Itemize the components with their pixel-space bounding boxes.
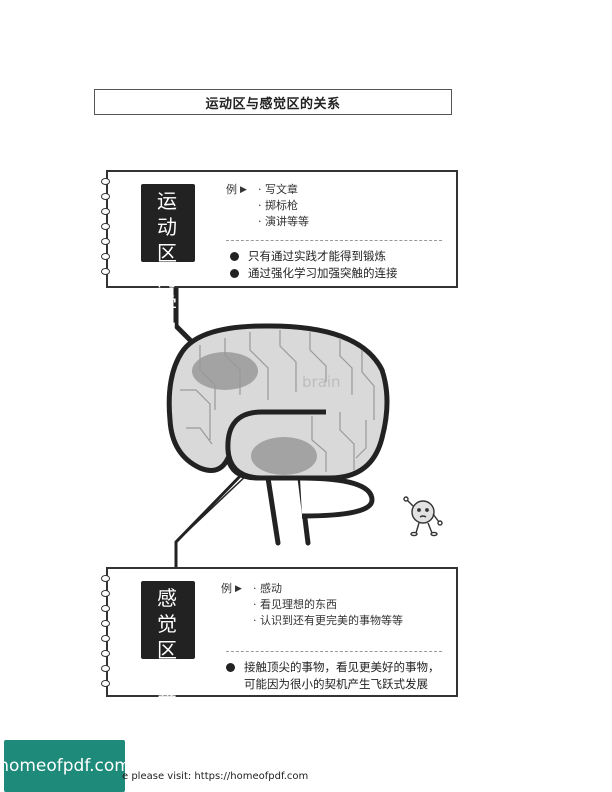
- example-item: · 写文章: [258, 183, 298, 196]
- bullet-dot-icon: [230, 269, 239, 278]
- cerebellum: [299, 475, 375, 519]
- notebook-rings: [101, 178, 115, 283]
- bullet-dot-icon: [226, 663, 235, 672]
- arrow-right-icon: ▶: [240, 185, 247, 195]
- examples: 例▶ · 写文章 · 掷标枪 · 演讲等等: [226, 182, 309, 230]
- page-title: 运动区与感觉区的关系: [94, 89, 452, 115]
- examples: 例▶ · 感动 · 看见理想的东西 · 认识到还有更完美的事物等等: [221, 581, 403, 629]
- footer-link-text[interactable]: e please visit: https://homeofpdf.com: [122, 771, 309, 782]
- label-line: 学习: [157, 293, 179, 343]
- sensory-area: [251, 437, 317, 475]
- point-text: 只有通过实践才能得到锻炼: [248, 249, 386, 263]
- sensory-label: 感觉 区的 学习: [141, 581, 195, 740]
- example-marker: 例: [226, 183, 237, 196]
- divider: [226, 240, 442, 241]
- point-text: 可能因为很小的契机产生飞跃式发展: [244, 677, 428, 691]
- notebook-rings: [101, 575, 115, 695]
- example-item: · 感动: [253, 582, 282, 595]
- example-item: · 认识到还有更完美的事物等等: [253, 614, 403, 627]
- brain-outline: [166, 323, 390, 481]
- motor-area: [192, 352, 258, 390]
- example-marker: 例: [221, 582, 232, 595]
- divider: [226, 651, 442, 652]
- brainstem: [265, 475, 311, 546]
- brain-label: brain: [302, 373, 341, 391]
- example-item: · 掷标枪: [258, 199, 298, 212]
- label-line: 学习: [157, 690, 179, 740]
- bullet-dot-icon: [230, 252, 239, 261]
- example-item: · 看见理想的东西: [253, 598, 337, 611]
- label-line: 区的: [157, 241, 179, 291]
- sensory-connector: [174, 468, 248, 580]
- key-points: 只有通过实践才能得到锻炼 通过强化学习加强突触的连接: [230, 248, 398, 282]
- arrow-right-icon: ▶: [235, 584, 242, 594]
- example-item: · 演讲等等: [258, 215, 309, 228]
- mascot-figure: [403, 496, 443, 537]
- label-line: 感觉: [157, 586, 179, 636]
- label-line: 运动: [157, 189, 179, 239]
- motor-label: 运动 区的 学习: [141, 184, 195, 343]
- sensory-learning-card: 感觉 区的 学习 例▶ · 感动 · 看见理想的东西 · 认识到还有更完美的事物…: [101, 567, 458, 740]
- motor-learning-card: 运动 区的 学习 例▶ · 写文章 · 掷标枪 · 演讲等等 只有通过实践才能得…: [101, 170, 458, 343]
- label-line: 区的: [157, 638, 179, 688]
- site-badge[interactable]: homeofpdf.com: [0, 740, 131, 792]
- brain-sulcus: [225, 409, 326, 481]
- point-text: 接触顶尖的事物，看见更美好的事物，: [244, 660, 440, 674]
- brain-circuits: [180, 330, 375, 472]
- key-points: 接触顶尖的事物，看见更美好的事物， 可能因为很小的契机产生飞跃式发展: [226, 659, 440, 693]
- point-text: 通过强化学习加强突触的连接: [248, 266, 398, 280]
